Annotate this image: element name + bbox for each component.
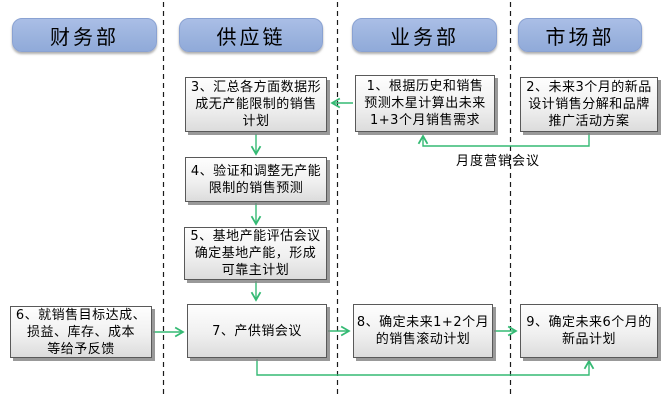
process-box-4: 4、验证和调整无产能 限制的销售预测 (185, 157, 327, 202)
process-box-2: 2、未来3个月的新品 设计销售分解和品牌 推广活动方案 (520, 77, 658, 132)
lane-header-label: 业务部 (390, 24, 459, 49)
lane-header-label: 财务部 (50, 24, 119, 49)
lane-header-label: 市场部 (545, 24, 615, 49)
lane-header-business: 业务部 (352, 18, 497, 52)
lane-header-supply-chain: 供应链 (179, 18, 323, 52)
arrow-7-to-9 (256, 359, 589, 376)
process-box-9: 9、确定未来6个月的 新品计划 (520, 304, 658, 358)
arrow-2-to-1 (423, 133, 590, 147)
process-box-5: 5、基地产能评估会议 确定基地产能，形成 可靠主计划 (184, 227, 327, 280)
lane-header-finance: 财务部 (12, 18, 157, 52)
lane-header-marketing: 市场部 (518, 18, 642, 52)
process-box-6: 6、就销售目标达成、 损益、库存、成本 等给予反馈 (10, 306, 152, 358)
process-box-3: 3、汇总各方面数据形 成无产能限制的销售 计划 (185, 77, 327, 132)
process-box-7: 7、产供销会议 (187, 304, 327, 358)
edge-label-monthly-marketing-meeting: 月度营销会议 (455, 154, 540, 169)
lane-header-label: 供应链 (216, 24, 286, 49)
process-box-1: 1、根据历史和销售 预测木星计算出未来 1+3个月销售需求 (355, 75, 495, 132)
process-box-8: 8、确定未来1+2个月 的销售滚动计划 (353, 304, 493, 358)
